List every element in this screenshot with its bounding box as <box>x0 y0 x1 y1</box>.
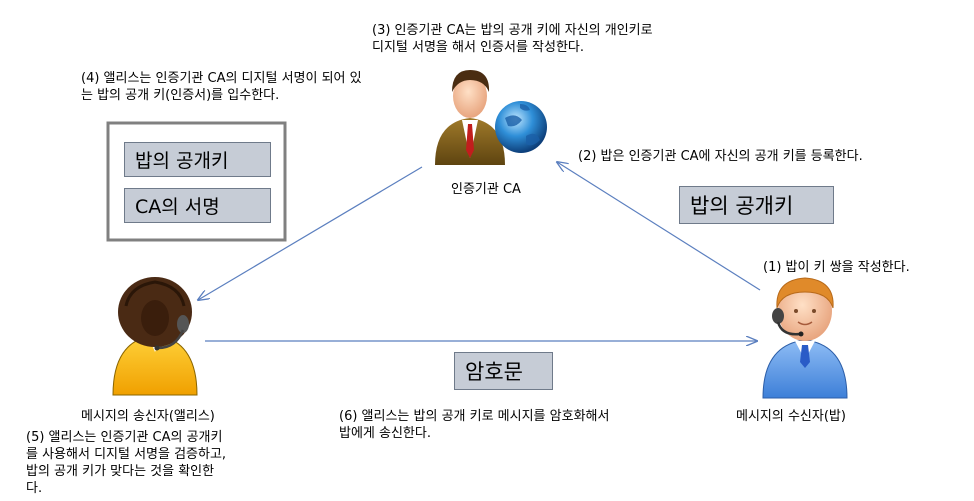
receiver-label: 메시지의 수신자(밥) <box>736 409 846 424</box>
step1-note: (1) 밥이 키 쌍을 작성한다. <box>763 260 910 275</box>
certificate-signature: CA의 서명 <box>124 188 271 223</box>
arrow-ca-to-alice <box>198 166 423 300</box>
ciphertext-box: 암호문 <box>454 352 553 390</box>
bob-figure-icon <box>762 277 848 399</box>
arrow-bob-to-ca <box>557 162 761 291</box>
step5-note: (5) 앨리스는 인증기관 CA의 공개키 를 사용해서 디지털 서명을 검증하… <box>26 430 227 496</box>
ca-figure-icon <box>435 70 547 165</box>
alice-figure-icon <box>112 277 198 396</box>
step2-note: (2) 밥은 인증기관 CA에 자신의 공개 키를 등록한다. <box>578 149 863 164</box>
sender-label: 메시지의 송신자(앨리스) <box>81 409 215 424</box>
registered-public-key: 밥의 공개키 <box>679 186 834 224</box>
step6-note: (6) 앨리스는 밥의 공개 키로 메시지를 암호화해서 밥에게 송신한다. <box>339 409 610 441</box>
certificate-public-key: 밥의 공개키 <box>124 142 271 177</box>
step4-note: (4) 앨리스는 인증기관 CA의 디지털 서명이 되어 있 는 밥의 공개 키… <box>81 71 362 103</box>
ca-label: 인증기관 CA <box>451 182 521 197</box>
step3-note: (3) 인증기관 CA는 밥의 공개 키에 자신의 개인키로 디지털 서명을 해… <box>372 23 653 55</box>
